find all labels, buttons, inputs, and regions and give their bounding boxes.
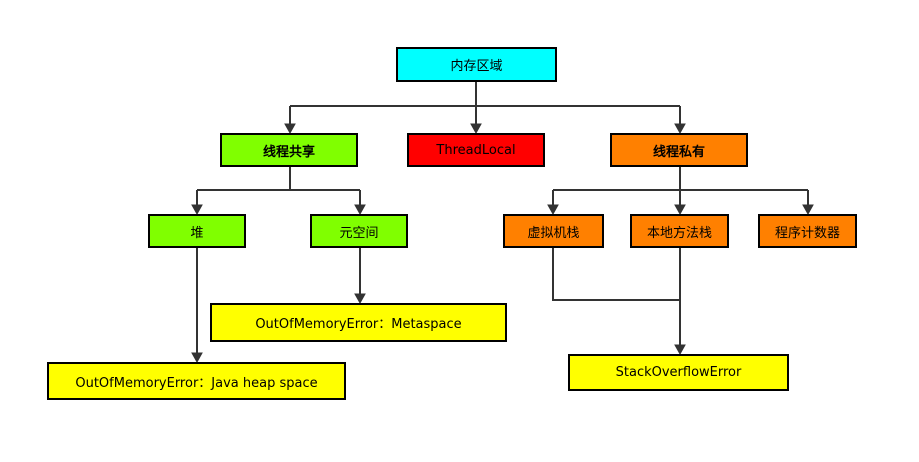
arrow-shared-to-metaspace — [354, 204, 366, 216]
node-oom-java-heap: OutOfMemoryError：Java heap space — [47, 362, 346, 400]
arrow-private-to-pc-register — [802, 204, 814, 216]
node-memory-area: 内存区域 — [396, 47, 557, 82]
arrow-private-to-native-stack — [674, 204, 686, 216]
arrow-root-to-shared — [284, 123, 296, 135]
edge-shared-to-heap — [196, 167, 360, 206]
arrow-private-to-vm-stack — [547, 204, 559, 216]
arrow-shared-to-heap — [191, 204, 203, 216]
node-native-method-stack: 本地方法栈 — [630, 214, 729, 248]
node-vm-stack: 虚拟机栈 — [503, 214, 604, 248]
node-program-counter: 程序计数器 — [758, 214, 857, 248]
node-oom-metaspace: OutOfMemoryError：Metaspace — [210, 303, 507, 342]
node-stack-overflow-error: StackOverflowError — [568, 354, 789, 391]
arrow-heap-to-oom — [191, 352, 203, 364]
edge-root-to-shared — [289, 82, 680, 125]
node-threadlocal: ThreadLocal — [407, 133, 545, 167]
node-thread-private: 线程私有 — [610, 133, 748, 167]
arrow-metaspace-to-oom — [354, 293, 366, 305]
edge-stacks-to-stackoverflow — [552, 248, 681, 346]
arrow-stacks-to-stackoverflow — [674, 344, 686, 356]
arrow-root-to-private — [674, 123, 686, 135]
node-metaspace: 元空间 — [310, 214, 408, 248]
node-thread-shared: 线程共享 — [220, 133, 358, 167]
node-heap: 堆 — [148, 214, 246, 248]
arrow-root-to-threadlocal — [470, 123, 482, 135]
